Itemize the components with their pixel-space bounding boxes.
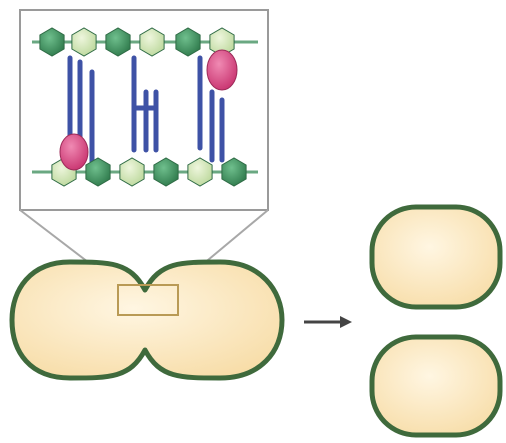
nag-sugar bbox=[85, 157, 111, 187]
nag-sugar bbox=[105, 27, 131, 57]
nam-sugar bbox=[71, 27, 97, 57]
daughter-cell-top bbox=[369, 204, 503, 310]
septum-zoom-box bbox=[117, 284, 179, 316]
daughter-cells bbox=[369, 204, 503, 438]
dividing-cell-body bbox=[9, 259, 285, 381]
right-arrow-icon bbox=[304, 316, 352, 328]
nag-sugar bbox=[221, 157, 247, 187]
pink-unit bbox=[59, 133, 89, 171]
glycan-sugars bbox=[39, 27, 247, 187]
nam-sugar bbox=[187, 157, 213, 187]
nam-sugar bbox=[119, 157, 145, 187]
inset-panel bbox=[19, 9, 269, 286]
nam-sugar bbox=[139, 27, 165, 57]
daughter-cell-bottom bbox=[369, 334, 503, 438]
dividing-cell bbox=[9, 259, 285, 381]
nag-sugar bbox=[153, 157, 179, 187]
nag-sugar bbox=[39, 27, 65, 57]
pink-unit bbox=[206, 49, 238, 91]
nag-sugar bbox=[175, 27, 201, 57]
